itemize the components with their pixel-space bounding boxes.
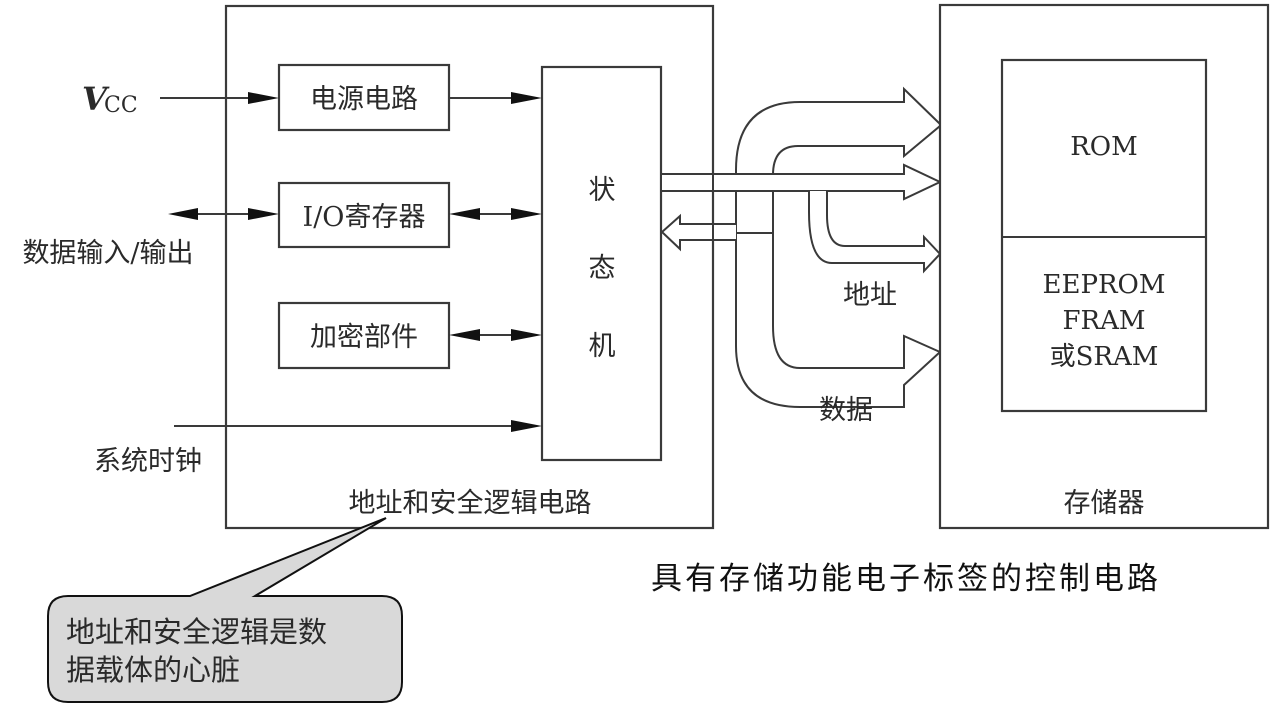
io-register-box — [277, 181, 451, 249]
vcc-label: V CC — [82, 80, 138, 118]
bus-group — [660, 86, 943, 408]
power-circuit-label: 电源电路 — [310, 84, 418, 115]
vcc-label-main: V — [82, 80, 110, 118]
nvm-label-line-3: 或SRAM — [1050, 342, 1159, 372]
memory-inner-box — [1000, 58, 1208, 413]
power-to-sm-arrowhead — [511, 92, 542, 104]
callout-bubble — [47, 517, 403, 703]
state-machine-box — [540, 65, 663, 462]
power-circuit-box — [277, 63, 451, 132]
vcc-arrowhead — [248, 92, 279, 104]
state-machine-char-3: 机 — [589, 331, 616, 362]
data-io-arrowhead-left — [168, 208, 198, 220]
rom-label: ROM — [1070, 132, 1138, 162]
data-io-label: 数据输入/输出 — [22, 238, 193, 269]
nvm-label-line-1: EEPROM — [1043, 270, 1166, 300]
encryption-unit-box — [277, 301, 451, 370]
data-bus-label: 数据 — [819, 395, 873, 426]
state-machine-char-1: 状 — [589, 175, 616, 206]
clock-arrowhead — [511, 420, 542, 432]
encryption-unit-label: 加密部件 — [310, 322, 418, 353]
state-machine-char-2: 态 — [589, 253, 616, 284]
callout-line-2: 据载体的心脏 — [66, 653, 240, 687]
logic-circuit-label: 地址和安全逻辑电路 — [349, 488, 592, 519]
io-to-sm-arrowhead-left — [449, 208, 480, 220]
address-bus-label: 地址 — [843, 280, 897, 311]
nvm-label-line-2: FRAM — [1062, 306, 1145, 336]
io-to-sm-arrowhead-right — [511, 208, 542, 220]
system-clock-label: 系统时钟 — [94, 446, 202, 477]
address-bus-straight — [660, 163, 943, 201]
enc-to-sm-arrowhead-right — [511, 329, 542, 341]
data-return-bus — [660, 213, 736, 252]
address-bus-branch — [808, 191, 942, 274]
callout-line-1: 地址和安全逻辑是数 — [66, 615, 327, 649]
memory-label: 存储器 — [1064, 488, 1145, 519]
vcc-label-sub: CC — [104, 93, 138, 118]
data-io-arrowhead-right — [248, 208, 279, 220]
enc-to-sm-arrowhead-left — [449, 329, 480, 341]
io-register-label: I/O寄存器 — [303, 202, 426, 233]
diagram-caption: 具有存储功能电子标签的控制电路 — [651, 561, 1161, 597]
